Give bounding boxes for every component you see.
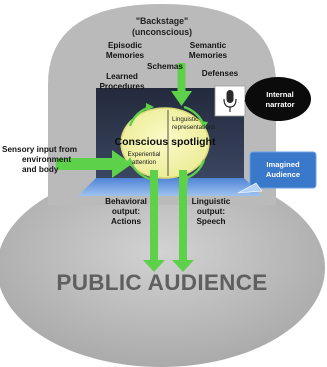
linguistic-representations-line2: representations: [172, 124, 215, 131]
backstage-title: "Backstage": [136, 16, 188, 26]
internal-narrator-line2: narrator: [265, 100, 294, 109]
imagined-audience-box: [249, 151, 317, 189]
public-audience-label: PUBLIC AUDIENCE: [56, 270, 267, 295]
behavioral-output-line1: Behavioral: [105, 197, 147, 206]
backstage-subtitle: (unconscious): [132, 27, 192, 37]
imagined-audience-pointer: [237, 182, 263, 194]
behavioral-output-line2: output:: [112, 207, 140, 216]
linguistic-output-line2: output:: [197, 207, 225, 216]
schemas-label: Schemas: [147, 62, 183, 71]
imagined-audience-line2: Audience: [266, 170, 300, 179]
experiential-attention-line2: attention: [132, 159, 157, 166]
sensory-input-line3: and body: [22, 165, 59, 174]
defenses-label: Defenses: [202, 69, 239, 78]
microphone-icon: [223, 90, 237, 112]
behavioral-output-line3: Actions: [111, 217, 141, 226]
stage-floor: [78, 178, 262, 196]
episodic-memories-line1: Episodic: [108, 41, 143, 50]
linguistic-output-line3: Speech: [196, 217, 225, 226]
imagined-audience-line1: Imagined: [266, 160, 300, 169]
episodic-memories-line2: Memories: [106, 51, 145, 60]
narrator-bubble-tail: [244, 96, 252, 104]
schema-input-arrow: [171, 63, 192, 106]
learned-procedures-line1: Learned: [106, 72, 138, 81]
linguistic-output-line1: Linguistic: [192, 197, 231, 206]
linguistic-representations-line1: Linguistic: [172, 116, 198, 123]
internal-narrator-bubble: [245, 77, 311, 121]
sensory-input-line2: environment: [22, 155, 71, 164]
semantic-memories-line1: Semantic: [190, 41, 227, 50]
internal-narrator-line1: Internal: [266, 90, 293, 99]
experiential-attention-line1: Experiential: [128, 151, 161, 158]
sensory-input-line1: Sensory input from: [2, 145, 77, 154]
learned-procedures-line2: Procedures: [99, 82, 144, 91]
linguistic-output-arrow: [172, 170, 194, 272]
conscious-spotlight-title: Conscious spotlight: [115, 136, 216, 148]
semantic-memories-line2: Memories: [189, 51, 228, 60]
public-audience-area: [0, 169, 325, 367]
behavioral-output-arrow: [143, 170, 165, 272]
sensory-input-arrow: [56, 150, 132, 178]
conscious-spotlight: [120, 107, 210, 179]
